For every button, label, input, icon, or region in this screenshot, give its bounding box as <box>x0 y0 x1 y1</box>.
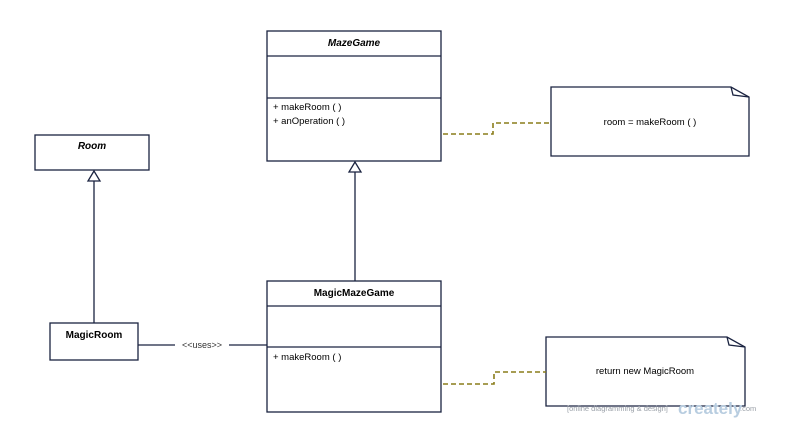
generalization-magic-room-to-room[interactable] <box>86 169 102 323</box>
note-maze-game-text: room = makeRoom ( ) <box>604 117 697 128</box>
class-room-box <box>34 134 150 171</box>
class-maze-game[interactable]: MazeGame + makeRoom ( ) + anOperation ( … <box>266 30 442 162</box>
class-magic-maze-game-title: MagicMazeGame <box>314 288 395 299</box>
note-magic-maze-game[interactable]: return new MagicRoom <box>545 336 746 407</box>
class-maze-game-op-2: + anOperation ( ) <box>273 116 345 127</box>
note-magic-maze-game-fold <box>726 336 746 348</box>
note-link-magic-maze-game <box>443 371 546 385</box>
class-magic-maze-game[interactable]: MagicMazeGame + makeRoom ( ) <box>266 280 442 413</box>
watermark-domain: .com <box>740 404 756 413</box>
generalization-magic-maze-game-to-maze-game[interactable] <box>347 160 363 281</box>
uses-label: <<uses>> <box>182 340 222 350</box>
generalization-arrowhead <box>86 169 102 182</box>
note-magic-maze-game-text: return new MagicRoom <box>596 366 694 377</box>
class-magic-room[interactable]: MagicRoom <box>49 322 139 361</box>
note-link-maze-game <box>443 122 551 135</box>
watermark-brand: creately <box>678 399 743 418</box>
class-maze-game-op-1: + makeRoom ( ) <box>273 102 341 113</box>
note-maze-game[interactable]: room = makeRoom ( ) <box>550 86 750 157</box>
note-magic-maze-game-shape <box>545 336 746 407</box>
class-maze-game-box <box>266 30 442 162</box>
creately-watermark: [online diagramming & design] creately .… <box>567 399 756 418</box>
watermark-tagline: [online diagramming & design] <box>567 404 668 413</box>
generalization-arrowhead <box>347 160 363 173</box>
class-magic-maze-game-op-1: + makeRoom ( ) <box>273 352 341 363</box>
class-maze-game-title: MazeGame <box>328 38 381 49</box>
note-maze-game-fold <box>730 86 750 98</box>
class-room-title: Room <box>78 141 106 152</box>
dependency-uses[interactable]: <<uses>> <box>138 340 267 350</box>
class-magic-room-box <box>49 322 139 361</box>
note-maze-game-shape <box>550 86 750 157</box>
class-room[interactable]: Room <box>34 134 150 171</box>
class-magic-room-title: MagicRoom <box>66 330 123 341</box>
